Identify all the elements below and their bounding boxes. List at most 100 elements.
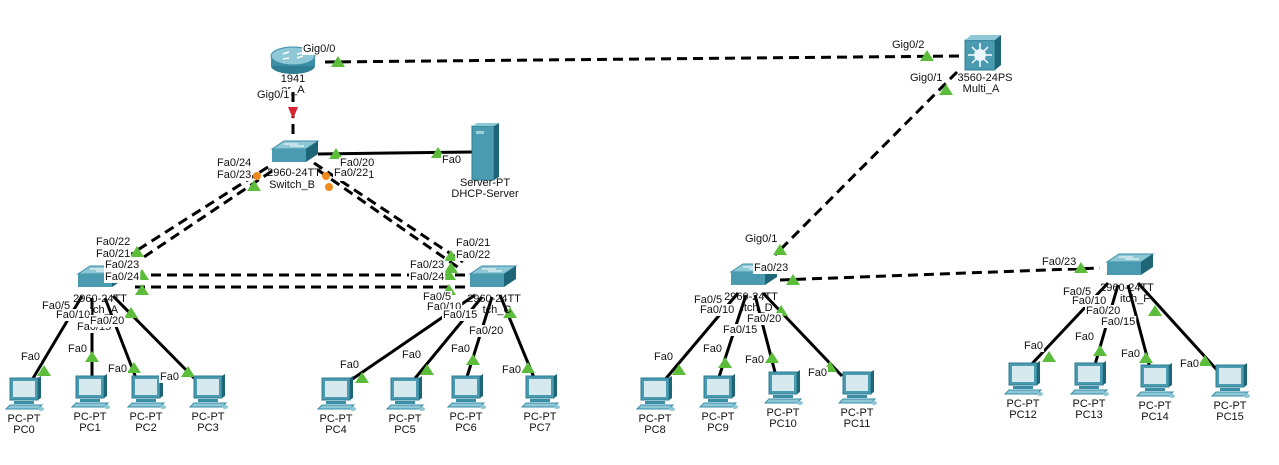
link-switch_b-switch_a[interactable] — [131, 169, 273, 267]
port-status-switch_c-8-b — [442, 269, 456, 280]
device-model-label: PC-PT — [702, 411, 735, 423]
port-label-bg — [401, 349, 422, 361]
pc-icon — [188, 374, 228, 409]
device-name-label-group: PC3 — [197, 422, 218, 434]
device-name-label: PC15 — [1216, 411, 1244, 423]
device-name-label-group: Switch_B — [269, 179, 315, 191]
link-switch_d-pc11[interactable] — [761, 291, 844, 378]
link-switch_a-pc2[interactable] — [103, 297, 138, 379]
port-label-bg — [333, 167, 370, 179]
device-model-label-group: PC-PT — [8, 413, 41, 425]
device-model-label: PC-PT — [841, 407, 874, 419]
port-label-bg — [744, 233, 779, 245]
port-label: Gig0/1 — [910, 72, 942, 84]
port-label-group: Fa0/21 — [95, 248, 132, 260]
link-switch_b-dhcp[interactable] — [317, 150, 473, 156]
device-name-label-group: tch_A — [90, 304, 119, 316]
link-switch_c-pc6[interactable] — [464, 296, 494, 381]
device-name-label-group: PC12 — [1009, 409, 1037, 421]
port-status-pc3-14-b — [181, 366, 195, 377]
port-label: Fa0 — [451, 343, 470, 355]
device-model-label: 1941 — [281, 73, 305, 85]
link-switch_f-pc15[interactable] — [1136, 281, 1219, 372]
port-label-bg — [216, 169, 253, 181]
link-switch_b-switch_a[interactable] — [124, 165, 269, 260]
pc-icon — [446, 374, 486, 409]
port-label-bg — [422, 291, 453, 303]
device-name-label: PC6 — [455, 422, 476, 434]
port-label: Fa0/24 — [410, 271, 444, 283]
port-label-bg — [95, 236, 132, 248]
port-label-group: Fa0/20 — [468, 325, 505, 337]
device-name-label-group: PC1 — [79, 422, 100, 434]
link-router_a-multi_a[interactable] — [324, 54, 963, 64]
port-label-bg — [107, 363, 128, 375]
device-model-label: PC-PT — [524, 411, 557, 423]
link-multi_a-switch_d[interactable] — [773, 70, 959, 257]
link-switch_b-switch_c[interactable] — [313, 161, 464, 264]
device-model-label: 2960-24TT — [467, 293, 521, 305]
port-label: Gig0/1 — [745, 233, 777, 245]
link-switch_b-switch_c[interactable] — [317, 168, 460, 270]
port-status-pc13-24-b — [1093, 345, 1107, 356]
switch-icon — [1105, 253, 1155, 275]
device-name-label: Switch_B — [269, 179, 315, 191]
device-name-label-group: itch_D — [741, 302, 772, 314]
port-label-bg — [104, 259, 141, 271]
device-name-label: PC0 — [13, 424, 34, 436]
port-label-group: Fa0 — [744, 354, 765, 366]
port-label-group: Fa0/5 — [422, 291, 453, 303]
port-label-bg — [1100, 316, 1137, 328]
pc-icon — [316, 376, 356, 411]
device-model-label-group: PC-PT — [1214, 400, 1247, 412]
device-model-label: PC-PT — [1139, 400, 1172, 412]
port-label-bg — [722, 324, 759, 336]
port-label-group: Fa0/21 — [455, 237, 492, 249]
port-label-group: Fa0 — [1120, 348, 1141, 360]
device-name-label-group: PC6 — [455, 422, 476, 434]
port-status-switch_d-10-a — [786, 274, 800, 285]
port-label: Fa0 — [402, 349, 421, 361]
port-status-pc5-16-b — [420, 364, 434, 375]
port-label-group: Fa0 — [653, 351, 674, 363]
port-status-pc4-15-b — [355, 372, 369, 383]
device-name-label-group: PC14 — [1141, 411, 1169, 423]
device-model-label-group: 2960-24TT — [73, 293, 127, 305]
port-label: Fa0 — [654, 351, 673, 363]
device-name-label-group: PC13 — [1075, 409, 1103, 421]
port-label: Fa0/15 — [723, 324, 757, 336]
port-label-group: Fa0 — [702, 343, 723, 355]
port-label: Fa0/10 — [1072, 295, 1106, 307]
port-label: Fa0 — [340, 359, 359, 371]
port-label-bg — [1071, 295, 1108, 307]
device-model-label: PC-PT — [74, 411, 107, 423]
link-switch_d-switch_f[interactable] — [779, 266, 1101, 282]
port-label-bg — [744, 354, 765, 366]
pc-icon — [763, 370, 803, 405]
link-switch_a-pc3[interactable] — [111, 294, 198, 382]
device-name-label: itch_F — [1120, 293, 1150, 305]
port-label: Fa0/23 — [410, 259, 444, 271]
